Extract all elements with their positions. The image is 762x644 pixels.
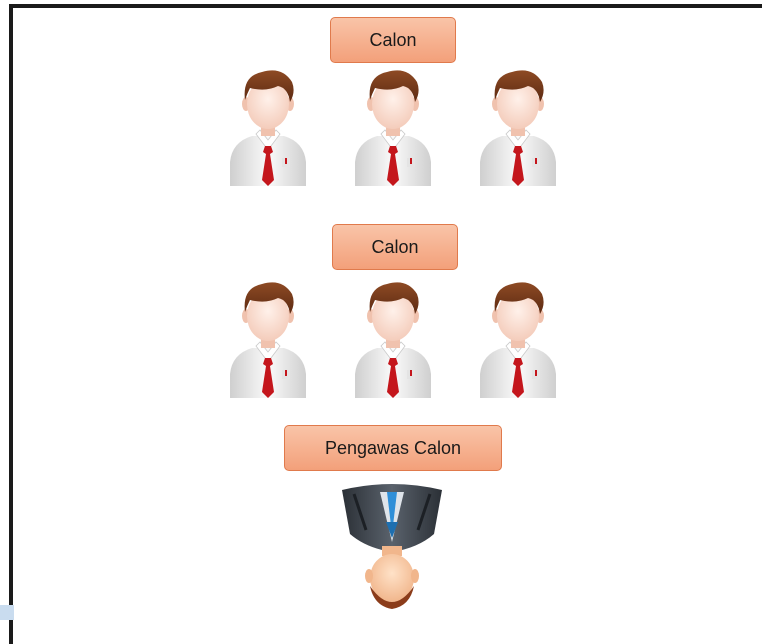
corner-tint [0,605,14,620]
person-icon [476,66,560,186]
group-2-label: Calon [332,224,458,270]
supervisor-icon [336,482,448,612]
supervisor-label: Pengawas Calon [284,425,502,471]
person-icon [351,278,435,398]
group-1-label: Calon [330,17,456,63]
person-icon [226,278,310,398]
person-icon [476,278,560,398]
person-icon [226,66,310,186]
person-icon [351,66,435,186]
